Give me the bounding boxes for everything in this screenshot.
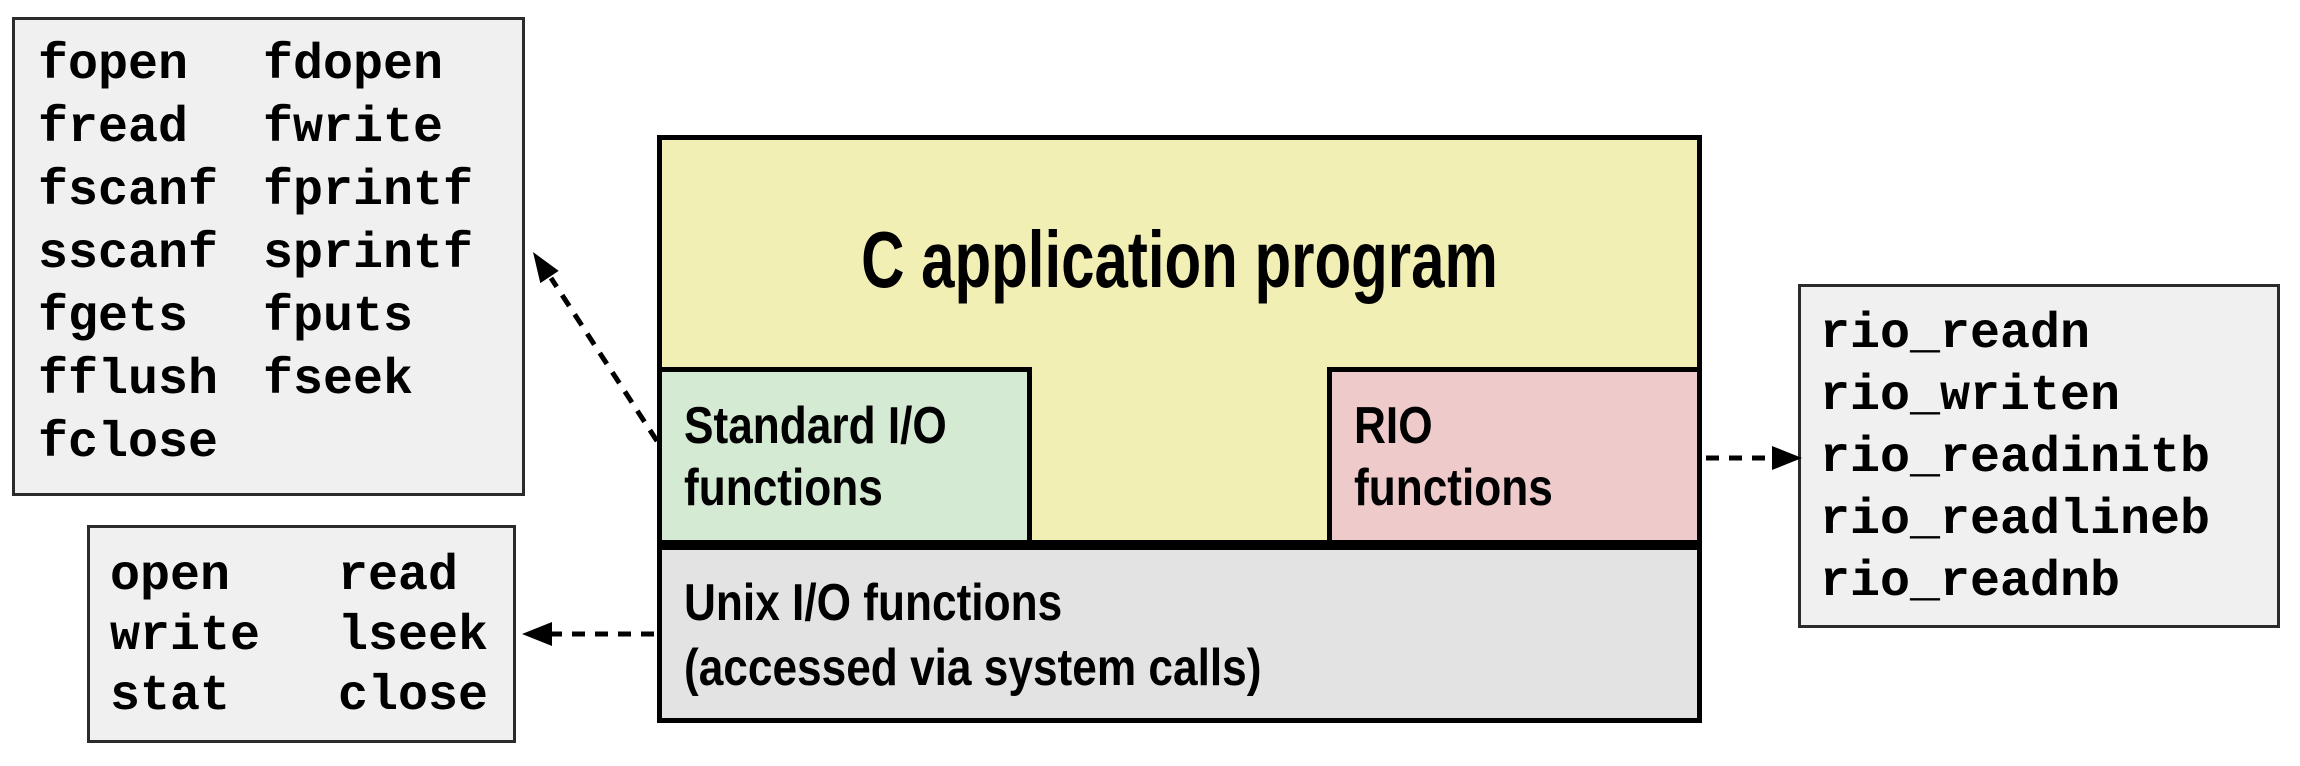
function-name: rio_readn [1820, 306, 2091, 363]
function-name: sscanf [38, 226, 219, 283]
stdio-function-list-box: fopen fdopen fread fwrite fscanf fprintf ss… [12, 17, 525, 496]
list-row: fread fwrite [38, 97, 522, 160]
list-row: fclose [38, 412, 522, 475]
list-row: fgets fputs [38, 286, 522, 349]
rio-label-line2: functions [1354, 459, 1553, 517]
function-name: sprintf [263, 226, 474, 283]
function-name: fseek [263, 352, 414, 409]
c-application-program-title: C application program [657, 220, 1702, 300]
function-name: open [110, 548, 231, 605]
list-row: fopen fdopen [38, 34, 522, 97]
function-name: close [338, 668, 489, 725]
list-row: fflush fseek [38, 349, 522, 412]
list-row: sscanf sprintf [38, 223, 522, 286]
list-row: rio_writen [1820, 366, 2277, 428]
function-name: rio_readnb [1820, 554, 2121, 611]
list-row: rio_readinitb [1820, 428, 2277, 490]
list-row: stat close [110, 667, 513, 727]
list-row: fscanf fprintf [38, 160, 522, 223]
standard-io-label-line1: Standard I/O [684, 397, 947, 455]
function-name: fscanf [38, 163, 219, 220]
list-row: rio_readlineb [1820, 490, 2277, 552]
function-name: lseek [338, 608, 489, 665]
list-row: rio_readn [1820, 304, 2277, 366]
function-name: fgets [38, 289, 189, 346]
function-name: fflush [38, 352, 219, 409]
unix-io-label-line1: Unix I/O functions [684, 574, 1063, 632]
function-name: fwrite [263, 100, 444, 157]
rio-label-line1: RIO [1354, 397, 1433, 455]
arrow-stdio-to-list [533, 252, 660, 443]
standard-io-functions-box: Standard I/O functions [657, 367, 1032, 545]
function-name: fprintf [263, 163, 474, 220]
function-name: fopen [38, 37, 189, 94]
function-name: fread [38, 100, 189, 157]
c-application-program-title-text: C application program [861, 215, 1498, 304]
function-name: read [338, 548, 459, 605]
unix-io-functions-box: Unix I/O functions (accessed via system … [657, 545, 1702, 723]
list-row: open read [110, 547, 513, 607]
rio-function-list-box: rio_readn rio_writen rio_readinitb rio_r… [1798, 284, 2280, 628]
standard-io-label-line2: functions [684, 459, 883, 517]
function-name: fputs [263, 289, 414, 346]
function-name: rio_readlineb [1820, 492, 2211, 549]
unix-io-label-line2: (accessed via system calls) [684, 639, 1262, 697]
arrow-unix-to-list [522, 622, 654, 646]
function-name: stat [110, 668, 231, 725]
function-name: fclose [38, 415, 219, 472]
rio-functions-box: RIO functions [1327, 367, 1702, 545]
function-name: write [110, 608, 261, 665]
function-name: fdopen [263, 37, 444, 94]
list-row: write lseek [110, 607, 513, 667]
function-name: rio_readinitb [1820, 430, 2211, 487]
function-name: rio_writen [1820, 368, 2121, 425]
arrow-rio-to-list [1706, 446, 1802, 470]
list-row: rio_readnb [1820, 552, 2277, 614]
unix-syscall-list-box: open read write lseek stat close [87, 525, 516, 743]
